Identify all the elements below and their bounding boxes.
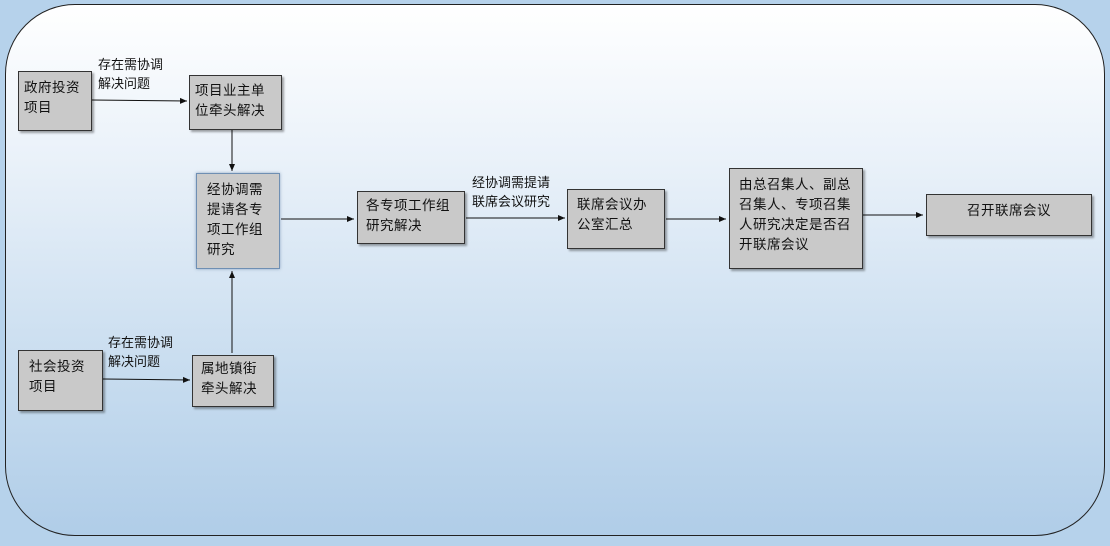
label-social-issue: 存在需协调 解决问题 — [108, 336, 174, 370]
node-groups-research: 各专项工作组 研究解决 — [357, 191, 465, 244]
node-hold-meeting: 召开联席会议 — [926, 194, 1092, 236]
label-joint-research: 经协调需提请 联席会议研究 — [472, 176, 551, 210]
node-convener-decide: 由总召集人、副总 召集人、专项召集 人研究决定是否召 开联席会议 — [729, 168, 863, 269]
node-office-summary: 联席会议办 公室汇总 — [567, 189, 665, 249]
node-social-invest-project: 社会投资 项目 — [18, 350, 103, 411]
label-gov-issue: 存在需协调 解决问题 — [98, 58, 164, 92]
node-gov-invest-project: 政府投资 项目 — [18, 71, 92, 131]
rounded-background-panel — [5, 4, 1105, 536]
node-coord-to-groups: 经协调需 提请各专 项工作组 研究 — [196, 173, 280, 269]
node-town-lead: 属地镇街 牵头解决 — [192, 355, 274, 407]
node-owner-lead: 项目业主单 位牵头解决 — [189, 75, 282, 130]
